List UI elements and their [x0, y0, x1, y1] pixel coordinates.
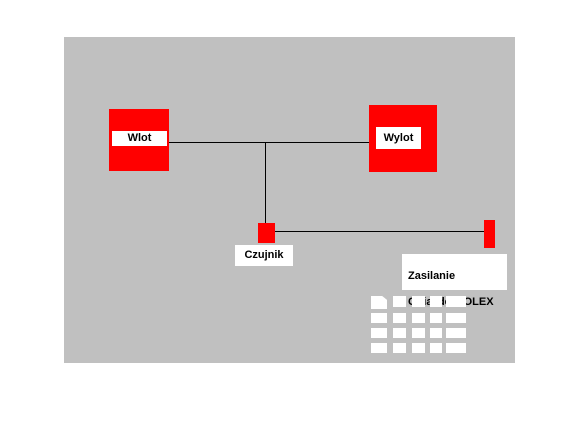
sensor-label: Czujnik: [235, 245, 293, 266]
key: [393, 313, 406, 323]
key: [430, 313, 442, 323]
wire-junction-sensor: [265, 142, 266, 223]
sensor-block: [258, 223, 275, 243]
key: [430, 343, 442, 353]
power-connector-block: [484, 220, 495, 248]
key: [371, 296, 387, 309]
key: [412, 328, 425, 338]
outlet-label: Wylot: [376, 127, 421, 149]
key: [412, 296, 425, 307]
key: [430, 328, 442, 338]
key: [446, 313, 466, 323]
key: [412, 343, 425, 353]
key: [446, 328, 466, 338]
diagram-canvas: Wlot Wylot Czujnik Zasilanie Gniazdo MOL…: [64, 37, 515, 363]
inlet-label: Wlot: [112, 131, 167, 146]
wire-inlet-outlet: [169, 142, 374, 143]
power-label: Zasilanie Gniazdo MOLEX: [402, 254, 507, 308]
key: [446, 296, 466, 307]
key: [412, 313, 425, 323]
key: [430, 296, 442, 307]
key: [371, 343, 387, 353]
key: [446, 343, 466, 353]
keyboard-icon: [371, 296, 466, 354]
key: [371, 313, 387, 323]
key: [393, 296, 406, 307]
wire-sensor-power: [275, 231, 488, 232]
key: [371, 328, 387, 338]
key: [393, 328, 406, 338]
key: [393, 343, 406, 353]
power-label-line1: Zasilanie: [408, 270, 456, 282]
